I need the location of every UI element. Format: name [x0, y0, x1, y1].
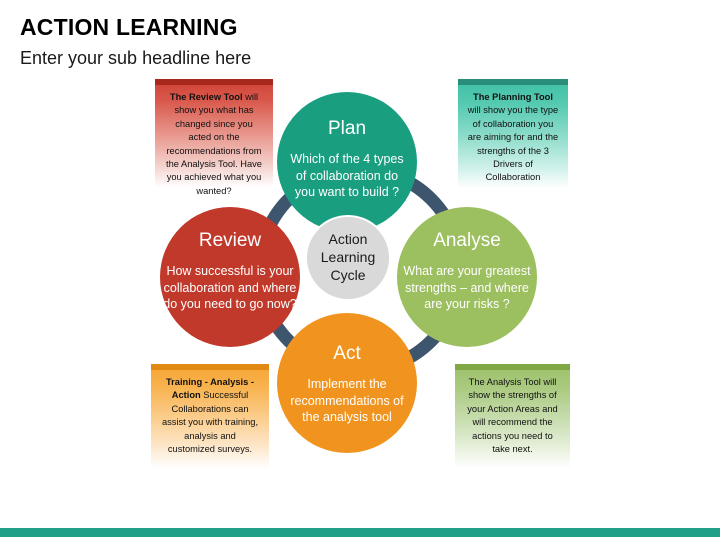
callout-planning-tool-lead: The Planning Tool: [473, 92, 553, 102]
footer-accent-bar: [0, 528, 720, 537]
cycle-hub-line-1: Action: [328, 231, 368, 248]
callout-training-analysis-action-text: Training - Analysis - Action Successful …: [151, 370, 269, 456]
callout-review-tool-lead: The Review Tool: [169, 92, 243, 102]
callout-analysis-tool-text: The Analysis Tool will show the strength…: [455, 370, 570, 456]
cycle-node-plan-title: Plan: [327, 118, 367, 139]
callout-planning-tool-rest: will show you the type of collaboration …: [467, 105, 559, 183]
callout-training-analysis-action: Training - Analysis - Action Successful …: [151, 364, 269, 476]
cycle-hub-line-2: Learning: [320, 249, 376, 266]
cycle-node-plan-description: Which of the 4 types of collaboration do…: [290, 152, 404, 200]
cycle-node-review-title: Review: [198, 230, 262, 251]
cycle-node-act-title: Act: [333, 343, 361, 364]
page-subtitle: Enter your sub headline here: [20, 48, 252, 68]
callout-review-tool-cap: [155, 79, 273, 85]
cycle-node-analyse[interactable]: Analyse What are your greatest strengths…: [397, 207, 537, 347]
callout-review-tool-text: The Review Tool will show you what has c…: [155, 85, 273, 198]
callout-review-tool-rest: will show you what has changed since you…: [166, 92, 262, 196]
page-title: ACTION LEARNING: [20, 14, 238, 40]
cycle-hub-line-3: Cycle: [330, 266, 366, 283]
cycle-node-analyse-description: What are your greatest strengths – and w…: [403, 264, 531, 312]
callout-analysis-tool: The Analysis Tool will show the strength…: [455, 364, 570, 476]
callout-training-analysis-action-rest: Successful Collaborations can assist you…: [161, 390, 259, 454]
callout-training-analysis-action-lead: Training - Analysis - Action: [166, 377, 254, 401]
cycle-node-review-description: How successful is your collaboration and…: [163, 264, 297, 312]
callout-planning-tool-text: The Planning Tool will show you the type…: [458, 85, 568, 185]
callout-analysis-tool-cap: [455, 364, 570, 370]
cycle-hub-label: Action Learning Cycle: [305, 215, 391, 301]
callout-planning-tool: The Planning Tool will show you the type…: [458, 79, 568, 197]
cycle-node-plan[interactable]: Plan Which of the 4 types of collaborati…: [277, 92, 417, 232]
cycle-node-act[interactable]: Act Implement the recommendations of the…: [277, 313, 417, 453]
cycle-node-review[interactable]: Review How successful is your collaborat…: [160, 207, 300, 347]
callout-training-analysis-action-cap: [151, 364, 269, 370]
cycle-node-act-description: Implement the recommendations of the ana…: [290, 377, 404, 425]
cycle-node-analyse-title: Analyse: [433, 230, 501, 251]
callout-analysis-tool-rest: The Analysis Tool will show the strength…: [467, 377, 558, 454]
callout-planning-tool-cap: [458, 79, 568, 85]
callout-review-tool: The Review Tool will show you what has c…: [155, 79, 273, 197]
action-learning-cycle-diagram: Plan Which of the 4 types of collaborati…: [150, 85, 570, 465]
